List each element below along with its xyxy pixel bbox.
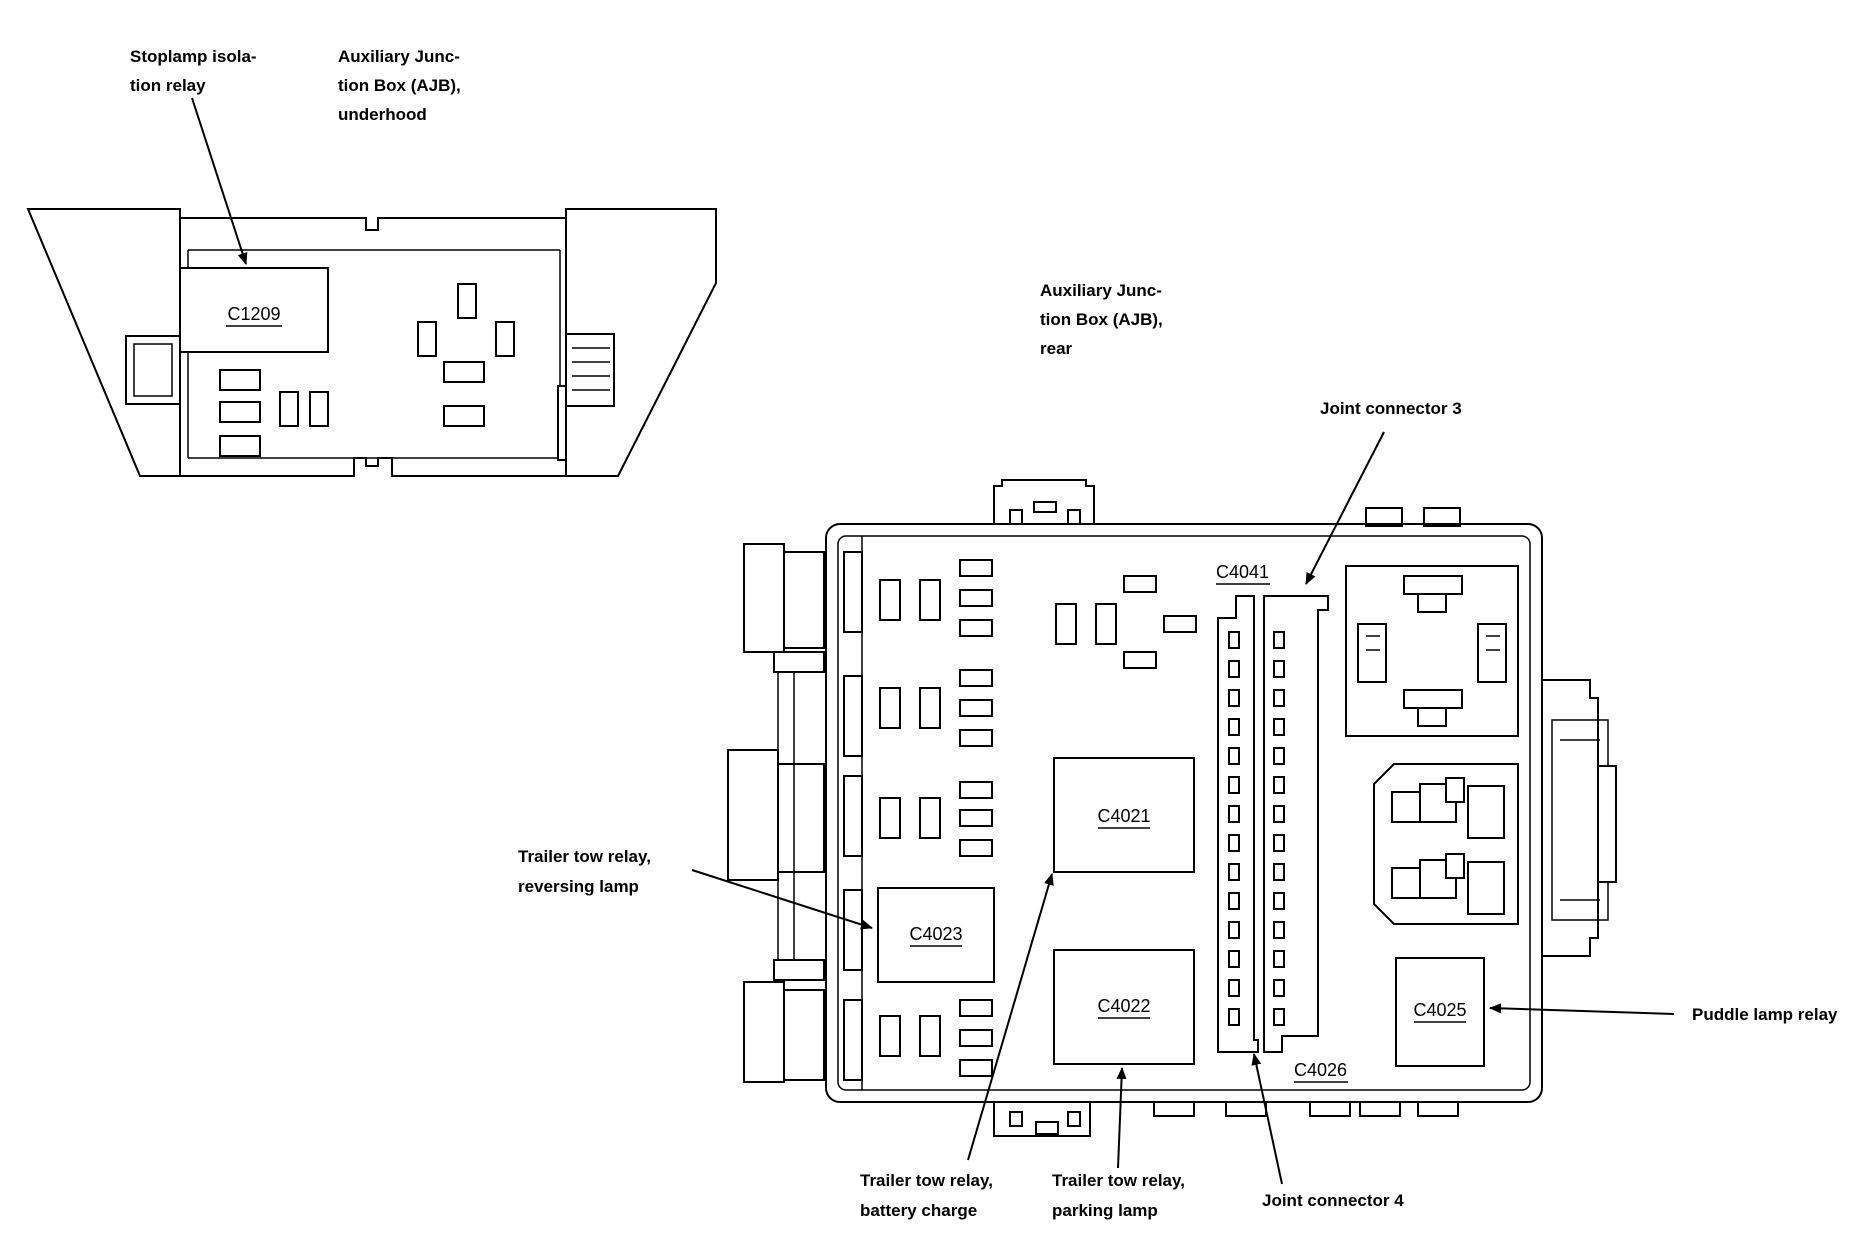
- joint-connector-pin: [1273, 1008, 1285, 1026]
- rear-fuse-group-4: [879, 999, 993, 1077]
- puddle-lamp-callout: Puddle lamp relay: [1489, 1003, 1838, 1024]
- underhood-fuses: [219, 283, 515, 457]
- joint-connector-pin: [1273, 631, 1285, 649]
- rear-fuse-group-top: [1055, 575, 1197, 669]
- joint-connector-pin: [1228, 776, 1240, 794]
- joint-connector-pin: [1228, 805, 1240, 823]
- c4041-label: C4041: [1216, 562, 1269, 582]
- rear-fuse-group-3: [879, 781, 993, 857]
- c4026-label: C4026: [1294, 1060, 1347, 1080]
- joint-connector-pin: [1228, 892, 1240, 910]
- joint-connector-pin: [1273, 776, 1285, 794]
- c4025-relay: [1395, 957, 1485, 1067]
- underhood-title: Auxiliary Junc- tion Box (AJB), underhoo…: [338, 47, 461, 124]
- c4022-relay: [1053, 949, 1195, 1065]
- joint-connector-pin: [1273, 950, 1285, 968]
- joint-connector-pin: [1228, 863, 1240, 881]
- joint-connector-pin: [1273, 892, 1285, 910]
- trailer-parking-line2: parking lamp: [1052, 1201, 1158, 1220]
- rear-fuse-group-2: [879, 669, 993, 747]
- puddle-lamp-label: Puddle lamp relay: [1692, 1005, 1838, 1024]
- rear-fuse-group-1: [879, 559, 993, 637]
- trailer-battery-callout: Trailer tow relay, battery charge: [860, 873, 1054, 1220]
- trailer-reversing-line1: Trailer tow relay,: [518, 847, 651, 866]
- trailer-battery-line1: Trailer tow relay,: [860, 1171, 993, 1190]
- rear-middle-right-block: [1373, 763, 1519, 925]
- trailer-battery-line2: battery charge: [860, 1201, 977, 1220]
- joint-connector-pin: [1273, 863, 1285, 881]
- joint-connector-pin: [1228, 660, 1240, 678]
- joint-connector-3-callout: Joint connector 3: [1305, 399, 1462, 585]
- joint-connector-pin: [1228, 950, 1240, 968]
- joint-connector-pin: [1228, 921, 1240, 939]
- rear-title: Auxiliary Junc- tion Box (AJB), rear: [1040, 281, 1163, 358]
- c4025-label: C4025: [1413, 1000, 1466, 1020]
- rear-left-clips: [727, 543, 863, 1083]
- joint-connector-4-callout: Joint connector 4: [1251, 1053, 1404, 1210]
- rear-title-line3: rear: [1040, 339, 1073, 358]
- c4023-relay: [877, 887, 995, 983]
- stoplamp-label-line2: tion relay: [130, 76, 206, 95]
- underhood-title-line3: underhood: [338, 105, 427, 124]
- underhood-ajb: C1209: [26, 208, 717, 477]
- joint-connector-3-housing: [1263, 595, 1329, 1053]
- stoplamp-label-line1: Stoplamp isola-: [130, 47, 257, 66]
- rear-upper-right-block: [1345, 565, 1519, 737]
- rear-title-line1: Auxiliary Junc-: [1040, 281, 1162, 300]
- trailer-parking-callout: Trailer tow relay, parking lamp: [1052, 1067, 1185, 1220]
- joint-connector-pin: [1228, 1008, 1240, 1026]
- joint4-label: Joint connector 4: [1262, 1191, 1404, 1210]
- rear-title-line2: tion Box (AJB),: [1040, 310, 1163, 329]
- joint-connector-pin: [1273, 689, 1285, 707]
- joint-connector-pin: [1273, 718, 1285, 736]
- rear-ajb: C4021 C4022 C4023 C4025 C4041 C4026: [727, 479, 1617, 1137]
- joint3-label: Joint connector 3: [1320, 399, 1462, 418]
- joint-connector-pin: [1228, 747, 1240, 765]
- rear-right-clip: [1542, 679, 1617, 957]
- joint-connector-pin: [1273, 834, 1285, 852]
- underhood-title-line2: tion Box (AJB),: [338, 76, 461, 95]
- c4021-relay: [1053, 757, 1195, 873]
- joint-connector-4-housing: [1217, 595, 1259, 1053]
- joint-connector-pin: [1228, 834, 1240, 852]
- joint-connector-pin: [1228, 979, 1240, 997]
- rear-top-tab: [993, 479, 1095, 524]
- trailer-reversing-callout: Trailer tow relay, reversing lamp: [518, 847, 873, 930]
- c1209-relay: [179, 267, 329, 353]
- rear-bottom-tabs: [993, 1101, 1459, 1137]
- underhood-right-clip: [565, 333, 615, 407]
- underhood-left-clip: [125, 335, 181, 405]
- c1209-label: C1209: [227, 304, 280, 324]
- joint-connector-pin: [1273, 921, 1285, 939]
- joint-connector-pin: [1273, 747, 1285, 765]
- trailer-reversing-line2: reversing lamp: [518, 877, 639, 896]
- joint-connector-pin: [1273, 979, 1285, 997]
- c4023-label: C4023: [909, 924, 962, 944]
- joint-connectors: [1217, 595, 1329, 1053]
- joint-connector-pin: [1228, 689, 1240, 707]
- joint-connector-pin: [1228, 631, 1240, 649]
- stoplamp-isolation-relay-callout: Stoplamp isola- tion relay: [130, 47, 257, 265]
- c4021-label: C4021: [1097, 806, 1150, 826]
- joint-connector-pin: [1228, 718, 1240, 736]
- underhood-title-line1: Auxiliary Junc-: [338, 47, 460, 66]
- joint-connector-pin: [1273, 660, 1285, 678]
- joint-connector-pin: [1273, 805, 1285, 823]
- trailer-parking-line1: Trailer tow relay,: [1052, 1171, 1185, 1190]
- c4022-label: C4022: [1097, 996, 1150, 1016]
